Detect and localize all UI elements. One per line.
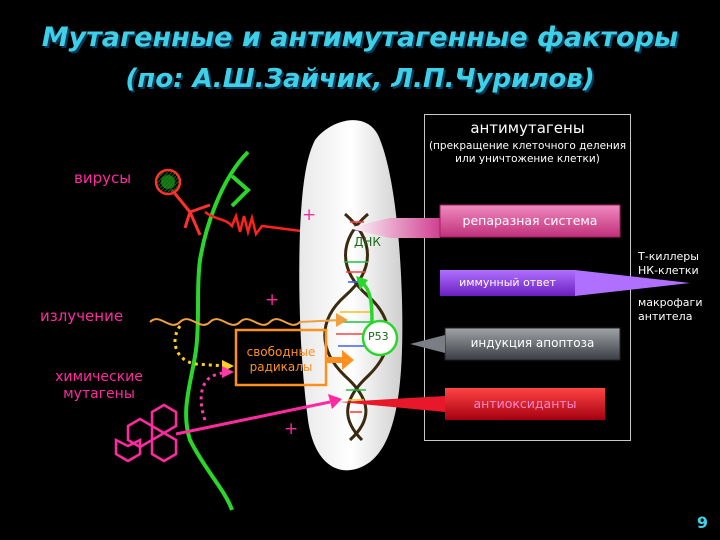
chemical-mutagens-label: химические мутагены (55, 369, 143, 402)
antimutagens-title: антимутагены (470, 119, 585, 137)
antimutagens-subtitle: (прекращение клеточного деления или унич… (428, 140, 627, 165)
dotted-magenta-path (199, 370, 227, 421)
radiation-wave (149, 318, 341, 326)
macrophages-label: макрофаги антитела (638, 296, 703, 323)
free-radicals-arrow (326, 350, 354, 370)
antioxidants-label: антиоксиданты (473, 396, 577, 411)
slide-number: 9 (696, 513, 708, 532)
page-title: Мутагенные и антимутагенные факторы (41, 22, 679, 53)
chemical-arrow-line (175, 400, 331, 436)
killer-cells-label: Т-киллеры НК-клетки (638, 250, 699, 277)
membrane-bump (230, 174, 251, 208)
antioxidants-arrow (340, 396, 445, 412)
plus-sign-chemical: + (284, 419, 299, 439)
free-radicals-label: свободные радикалы (246, 345, 316, 374)
plus-sign-radiation: + (265, 290, 280, 310)
p53-circle (361, 319, 399, 357)
immune-response-box[interactable] (440, 270, 575, 296)
apoptosis-box[interactable] (444, 327, 621, 361)
cell-membrane-line (184, 150, 250, 511)
chemical-hexagon-icon (114, 403, 178, 463)
virus-stem (170, 189, 192, 213)
repair-arrow (348, 218, 440, 238)
viral-dna-wave (204, 210, 341, 238)
apoptosis-arrow (410, 335, 445, 353)
plus-sign-viruses: + (302, 205, 317, 225)
page-subtitle: (по: А.Ш.Зайчик, Л.П.Чурилов) (125, 64, 595, 94)
dotted-yellow-path (173, 325, 227, 368)
cell-body (299, 120, 403, 471)
immune-arrow (575, 270, 690, 296)
antioxidants-box[interactable] (445, 388, 605, 420)
chemical-arrow-head (328, 394, 342, 409)
viruses-label: вирусы (74, 169, 132, 187)
repair-system-label: репаразная система (462, 213, 598, 228)
repair-system-box[interactable] (439, 204, 621, 238)
immune-response-label: иммунный ответ (459, 276, 556, 289)
radiation-arrow-head (336, 313, 348, 327)
p53-label: P53 (368, 330, 389, 343)
virus-receptor (183, 203, 211, 236)
radiation-label: излучение (40, 307, 124, 325)
apoptosis-label: индукция апоптоза (470, 336, 595, 350)
dna-label: ДНК (354, 235, 381, 249)
